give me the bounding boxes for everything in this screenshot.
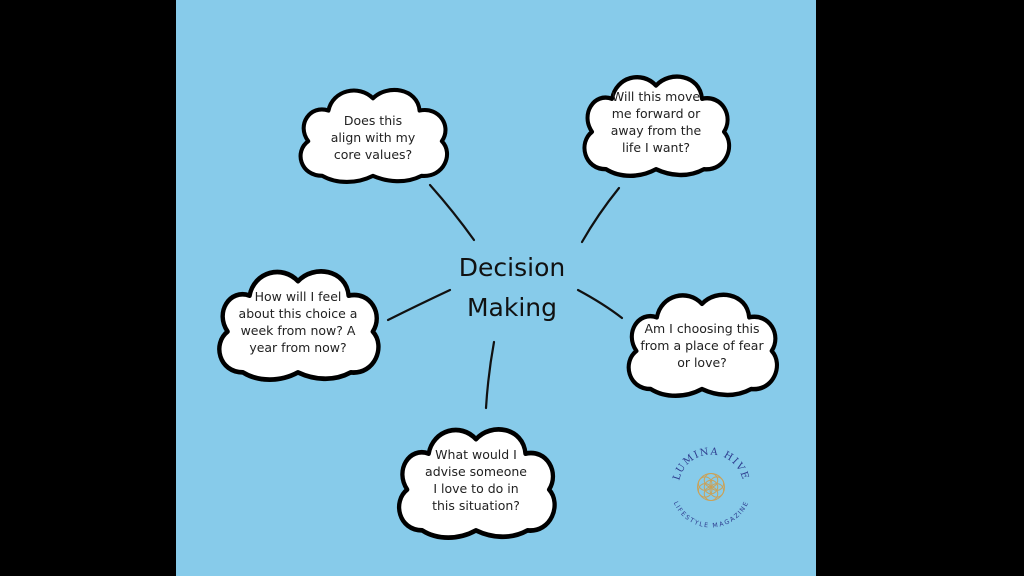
connector-feel-later bbox=[386, 288, 452, 322]
logo-emblem: LUMINA HIVE LIFESTYLE MAGAZINE bbox=[671, 446, 750, 529]
cloud-shape bbox=[397, 427, 557, 540]
logo-top-text: LUMINA HIVE bbox=[671, 446, 750, 481]
flower-of-life-icon bbox=[697, 473, 725, 501]
bubble-text: How will I feel about this choice a week… bbox=[238, 289, 358, 355]
cloud-core-values: Does this align with my core values? bbox=[292, 82, 454, 184]
cloud-shape bbox=[626, 292, 779, 398]
connector-lines bbox=[386, 183, 624, 410]
cloud-shape bbox=[298, 88, 449, 184]
center-topic: Decision Making bbox=[458, 253, 566, 322]
cloud-advise-someone: What would I advise someone I love to do… bbox=[390, 420, 562, 540]
connector-advise-someone bbox=[484, 340, 496, 410]
cloud-feel-later: How will I feel about this choice a week… bbox=[210, 262, 386, 382]
logo-bottom-text: LIFESTYLE MAGAZINE bbox=[672, 500, 750, 529]
connector-move-forward bbox=[580, 186, 621, 244]
bubble-text: Does this align with my core values? bbox=[330, 113, 416, 162]
cloud-shape bbox=[217, 269, 381, 382]
cloud-fear-or-love: Am I choosing this from a place of fear … bbox=[620, 286, 784, 398]
bubble-text: Am I choosing this from a place of fear … bbox=[640, 321, 764, 370]
cloud-move-forward: Will this move me forward or away from t… bbox=[576, 68, 736, 178]
connector-fear-or-love bbox=[576, 288, 624, 320]
cloud-shape bbox=[582, 74, 732, 178]
diagram-canvas: Decision Making Does this align with my … bbox=[176, 0, 816, 576]
bubble-text: Will this move me forward or away from t… bbox=[610, 89, 702, 155]
lumina-hive-logo: LUMINA HIVE LIFESTYLE MAGAZINE bbox=[666, 442, 756, 532]
bubble-text: What would I advise someone I love to do… bbox=[425, 447, 527, 513]
connector-core-values bbox=[428, 183, 476, 242]
